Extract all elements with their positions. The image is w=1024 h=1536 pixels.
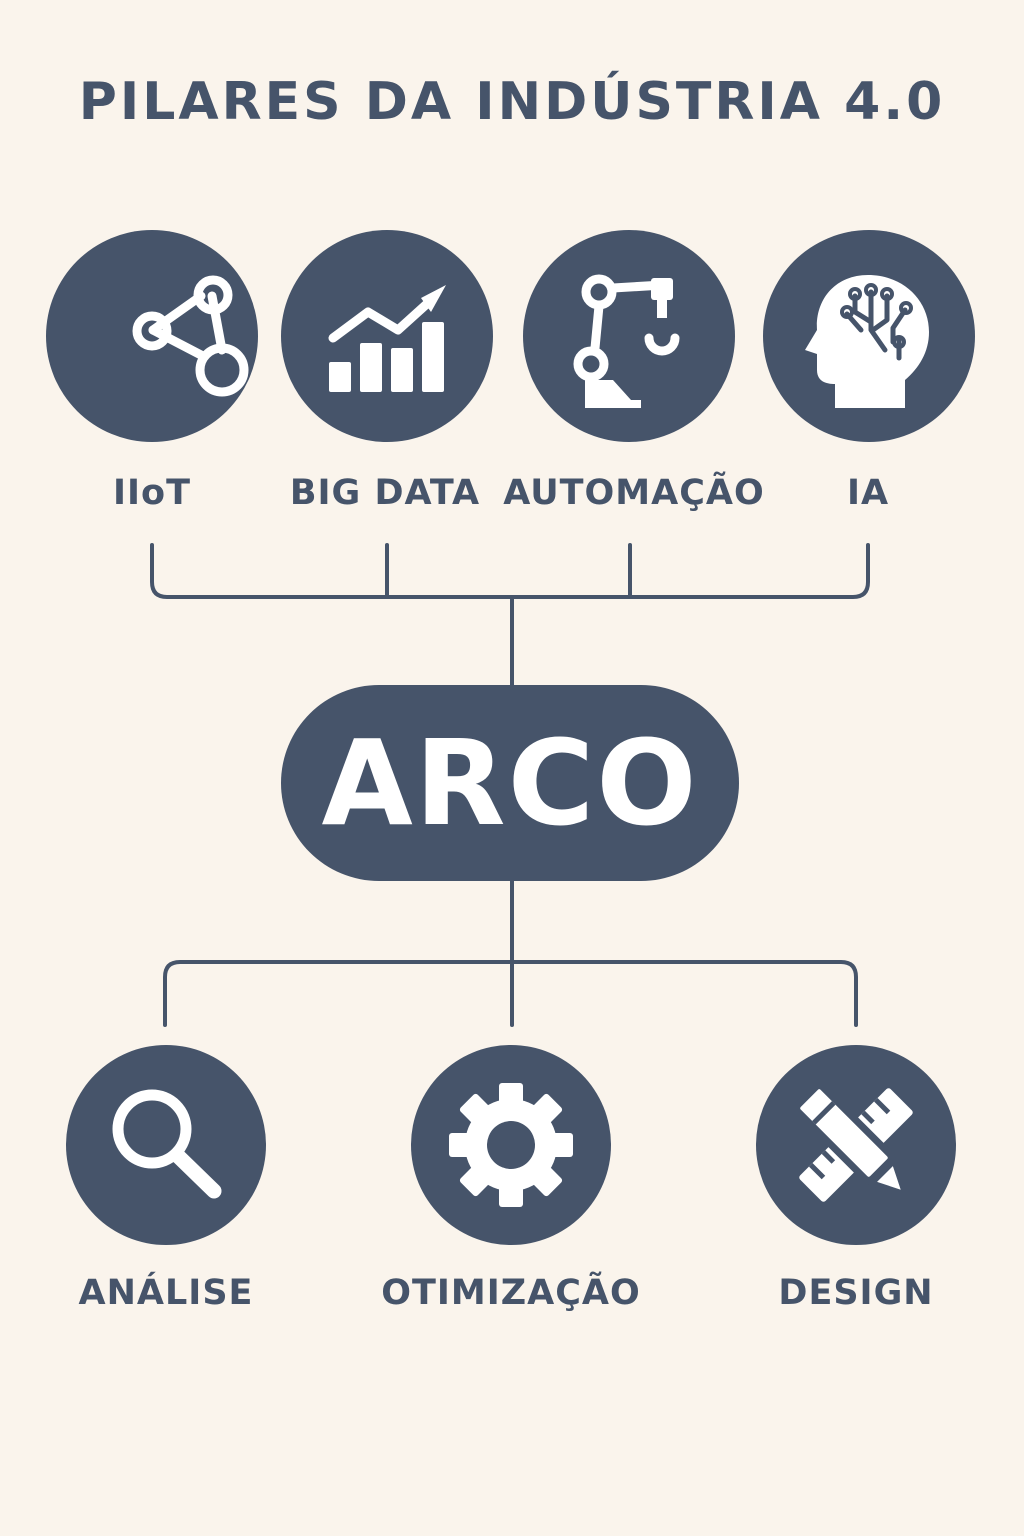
- outcome-label-design: DESIGN: [778, 1273, 934, 1313]
- pillar-automacao-circle: [523, 230, 735, 442]
- outcome-label-otimizacao: OTIMIZAÇÃO: [381, 1273, 641, 1313]
- page-title: PILARES DA INDÚSTRIA 4.0: [78, 72, 946, 132]
- center-node: ARCO: [281, 685, 739, 881]
- pillar-label-iiot: IIoT: [113, 473, 191, 513]
- magnifier-icon: [112, 1089, 222, 1199]
- pencil-ruler-icon: [792, 1081, 913, 1202]
- pillar-label-automacao: AUTOMAÇÃO: [503, 473, 765, 513]
- top-bracket: [150, 543, 870, 599]
- outcome-label-analise: ANÁLISE: [78, 1273, 254, 1313]
- pillar-label-big-data: BIG DATA: [289, 473, 481, 513]
- pillar-big-data-circle: [281, 230, 493, 442]
- pillar-label-ia: IA: [846, 473, 890, 513]
- robotic-arm-icon: [573, 274, 680, 408]
- gear-icon: [449, 1083, 573, 1207]
- pillar-iiot-circle: [46, 230, 258, 442]
- network-nodes-icon: [132, 275, 249, 397]
- outcome-analise-circle: [66, 1045, 266, 1245]
- pillar-ia-circle: [763, 230, 975, 442]
- bar-chart-trend-icon: [328, 285, 446, 392]
- ai-brain-head-icon: [805, 275, 929, 408]
- bottom-bracket: [163, 960, 858, 1027]
- outcome-otimizacao-circle: [411, 1045, 611, 1245]
- center-label: ARCO: [321, 714, 699, 852]
- outcome-design-circle: [756, 1045, 956, 1245]
